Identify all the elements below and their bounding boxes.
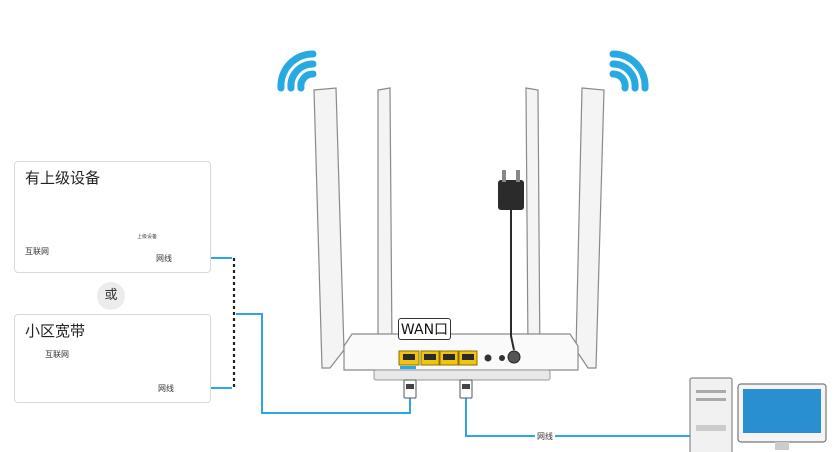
reset-button [484, 354, 492, 362]
community-cable-label: 网线 [156, 383, 176, 394]
upper-cable-label: 网线 [154, 253, 174, 264]
antenna-3 [525, 87, 541, 369]
antenna-4 [575, 87, 605, 369]
wifi-signal-left-icon [277, 50, 317, 92]
community-broadband-panel: 小区宽带 [14, 314, 211, 403]
internet-label: 互联网 [25, 247, 49, 256]
monitor-icon [737, 383, 827, 450]
or-badge: 或 [97, 282, 125, 310]
router-body [343, 333, 579, 381]
upper-device-panel: 有上级设备 [14, 161, 211, 273]
upper-device-label: 上级设备 [137, 234, 158, 240]
desktop-computer-icon [689, 377, 733, 452]
upper-device-title: 有上级设备 [25, 169, 101, 187]
pc-cable-label: 网线 [535, 431, 555, 442]
community-broadband-title: 小区宽带 [25, 322, 86, 340]
wall-port-label: 互联网 [45, 350, 69, 359]
ethernet-plug-icon [403, 379, 473, 399]
wan-port-label: WAN口 [398, 318, 451, 340]
power-port [507, 350, 521, 364]
antenna-2 [377, 87, 393, 369]
power-button [499, 355, 505, 361]
router-antennas [313, 87, 605, 369]
wifi-signal-right-icon [609, 50, 649, 92]
cable-to-pc [465, 398, 700, 437]
power-adapter-icon [498, 170, 524, 351]
antenna-1 [313, 87, 345, 369]
cable-to-wan [236, 313, 411, 414]
